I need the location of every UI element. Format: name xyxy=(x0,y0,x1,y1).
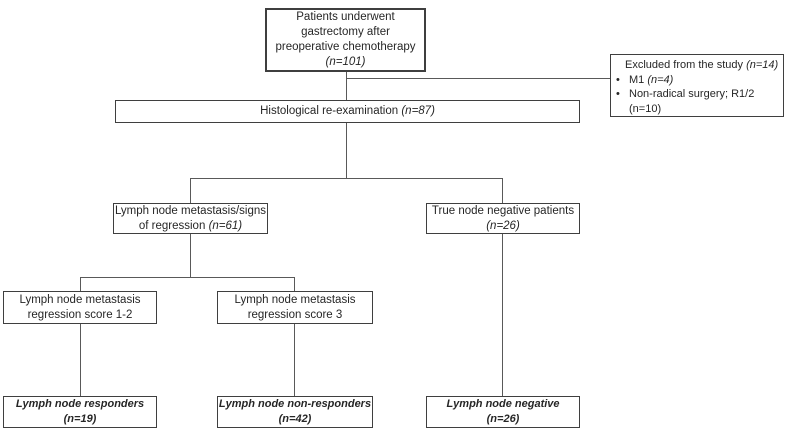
box-excluded-from-study: Excluded from the study (n=14) • M1 (n=4… xyxy=(610,54,784,117)
top-box-line2: gastrectomy after xyxy=(301,26,390,38)
negative-n-count: (n=26) xyxy=(486,413,520,425)
box-true-node-negative: True node negative patients (n=26) xyxy=(426,203,580,234)
connector-topbox-to-histology xyxy=(346,72,347,100)
box-lymph-node-metastasis-signs: Lymph node metastasis/signs of regressio… xyxy=(113,203,268,234)
mid-left-line2-text: of regression xyxy=(138,219,209,232)
bullet-icon: • xyxy=(616,88,620,100)
top-box-line1: Patients underwent xyxy=(296,11,395,23)
responders-line1: Lymph node responders xyxy=(15,398,145,410)
box-regression-score-3: Lymph node metastasis regression score 3 xyxy=(217,291,373,324)
box-lymph-node-negative: Lymph node negative (n=26) xyxy=(426,396,580,428)
excluded-bullet-m1-label: M1 xyxy=(629,73,648,86)
connector-midleft-down xyxy=(190,234,191,277)
negative-line1: Lymph node negative xyxy=(446,398,560,410)
connector-truenegative-to-negative xyxy=(502,234,503,396)
connector-stub-midright xyxy=(502,178,503,203)
responders-n-count: (n=19) xyxy=(63,413,97,425)
connector-score12-to-responders xyxy=(80,324,81,396)
histology-line: Histological re-examination (n=87) xyxy=(260,104,435,119)
mid-left-line1: Lymph node metastasis/signs xyxy=(114,204,267,217)
nonresponders-n-count: (n=42) xyxy=(278,413,312,425)
excluded-title: Excluded from the study (n=14) xyxy=(616,58,780,73)
box-lymph-node-responders: Lymph node responders (n=19) xyxy=(3,396,157,428)
box-lymph-node-non-responders: Lymph node non-responders (n=42) xyxy=(217,396,373,428)
excluded-bullet-nonradical-text: Non-radical surgery; R1/2 (n=10) xyxy=(629,87,754,116)
box-histological-reexamination: Histological re-examination (n=87) xyxy=(115,100,580,123)
excluded-title-n-count: (n=14) xyxy=(746,59,779,71)
excluded-bullet-nonradical-line1: Non-radical surgery; R1/2 xyxy=(629,88,755,100)
score12-line2: regression score 1-2 xyxy=(27,308,133,321)
score12-line1: Lymph node metastasis xyxy=(19,293,141,306)
histology-text: Histological re-examination xyxy=(260,105,402,117)
top-box-n-count: (n=101) xyxy=(325,56,366,68)
excluded-bullet-m1-n-count: (n=4) xyxy=(647,73,674,86)
score3-line2: regression score 3 xyxy=(247,308,343,321)
connector-to-excluded-box xyxy=(346,78,610,79)
excluded-bullet-m1: • M1 (n=4) xyxy=(616,73,780,88)
mid-right-line1: True node negative patients xyxy=(431,204,575,217)
bullet-icon: • xyxy=(616,73,620,86)
connector-stub-midleft xyxy=(190,178,191,203)
connector-split-level2 xyxy=(80,277,295,278)
nonresponders-line1: Lymph node non-responders xyxy=(218,398,372,410)
excluded-bullet-nonradical: • Non-radical surgery; R1/2 (n=10) xyxy=(616,87,780,116)
histology-n-count: (n=87) xyxy=(401,105,435,117)
connector-split-level1 xyxy=(190,178,503,179)
mid-right-n-count: (n=26) xyxy=(486,219,520,232)
box-regression-score-1-2: Lymph node metastasis regression score 1… xyxy=(3,291,157,324)
mid-left-line2: of regression (n=61) xyxy=(139,219,242,234)
connector-score3-to-nonresponders xyxy=(294,324,295,396)
connector-stub-score3 xyxy=(294,277,295,291)
excluded-bullet-m1-text: M1 (n=4) xyxy=(629,73,673,88)
excluded-title-text: Excluded from the study xyxy=(625,59,747,71)
mid-left-n-count: (n=61) xyxy=(208,219,243,232)
connector-histology-down xyxy=(346,123,347,178)
excluded-bullet-nonradical-n-count: (n=10) xyxy=(629,102,662,115)
box-patients-underwent: Patients underwent gastrectomy after pre… xyxy=(265,8,426,72)
score3-line1: Lymph node metastasis xyxy=(234,293,356,306)
connector-stub-score12 xyxy=(80,277,81,291)
top-box-line3: preoperative chemotherapy xyxy=(275,41,416,53)
